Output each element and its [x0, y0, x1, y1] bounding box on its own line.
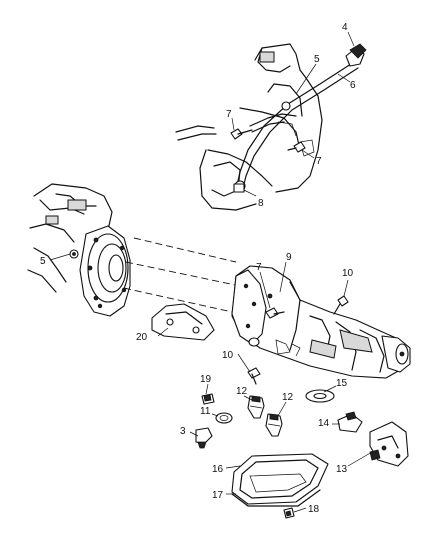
switch-12-right	[265, 413, 283, 437]
engine-block-lower	[27, 183, 113, 293]
bolt-7-upper-right	[287, 141, 306, 153]
sensor-19	[201, 393, 215, 405]
leader-lines	[49, 31, 373, 513]
callout-18: 18	[308, 504, 320, 515]
pan-gasket-17	[231, 489, 321, 507]
callout-7-transmission: 7	[256, 262, 262, 273]
callout-9: 9	[286, 252, 292, 263]
callout-12-right: 12	[282, 392, 294, 403]
bolt-10-lower	[247, 367, 261, 385]
washer-15	[305, 389, 335, 403]
callout-7-upper-right: 7	[316, 156, 322, 167]
switch-12-left	[247, 395, 265, 419]
callout-10-lower: 10	[222, 350, 234, 361]
dipstick-tube	[233, 61, 359, 193]
callout-12-left: 12	[236, 386, 248, 397]
callout-7-upper-left: 7	[226, 109, 232, 120]
callout-5-lower: 5	[40, 256, 46, 267]
bolt-10-right	[333, 295, 349, 315]
callout-20: 20	[136, 332, 148, 343]
callout-10-right: 10	[342, 268, 354, 279]
bolt-7-transmission	[265, 307, 285, 319]
bell-housing	[79, 225, 131, 317]
callout-15: 15	[336, 378, 348, 389]
callout-labels: 4 5 6 7 7 8 5 7 9 10 20 10 19 12 12 15 1…	[40, 22, 356, 515]
sensor-3	[195, 427, 213, 449]
callout-6: 6	[350, 80, 356, 91]
callout-19: 19	[200, 374, 212, 385]
mount-13	[369, 421, 409, 467]
callout-4: 4	[342, 22, 348, 33]
bracket-20	[151, 303, 215, 341]
drain-plug-18	[283, 507, 295, 519]
callout-14: 14	[318, 418, 330, 429]
callout-5-upper: 5	[314, 54, 320, 65]
callout-17: 17	[212, 490, 224, 501]
transmission-case	[231, 265, 411, 379]
bolt-5-lower	[69, 249, 79, 259]
oil-pan-16	[231, 453, 329, 505]
dipstick-handle	[345, 43, 367, 67]
callout-8: 8	[258, 198, 264, 209]
bolt-7-upper-left	[230, 128, 253, 140]
washer-11	[215, 412, 233, 424]
callout-16: 16	[212, 464, 224, 475]
mount-14	[337, 411, 363, 433]
callout-3: 3	[180, 426, 186, 437]
alignment-lines	[123, 237, 241, 313]
callout-13: 13	[336, 464, 348, 475]
engine-block-upper	[199, 43, 323, 211]
callout-11: 11	[200, 406, 211, 417]
